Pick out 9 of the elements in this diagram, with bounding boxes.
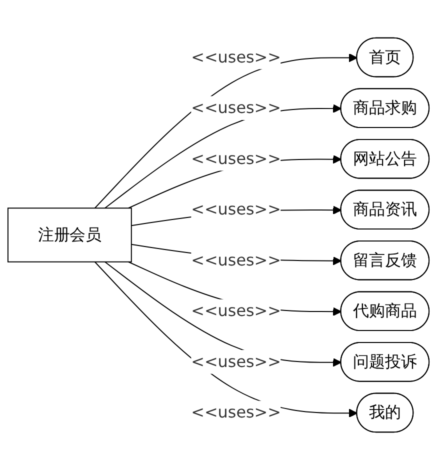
edge-label: <<uses>> bbox=[191, 148, 281, 168]
edge-label: <<uses>> bbox=[191, 352, 281, 371]
edge-label: <<uses>> bbox=[191, 200, 281, 219]
edge-label: <<uses>> bbox=[191, 402, 281, 422]
edge-label: <<uses>> bbox=[191, 301, 281, 320]
edge-label: <<uses>> bbox=[191, 250, 281, 270]
edge-label: <<uses>> bbox=[191, 47, 281, 66]
node-box: 注册会员 bbox=[7, 208, 132, 262]
edge-label: <<uses>> bbox=[191, 98, 281, 118]
